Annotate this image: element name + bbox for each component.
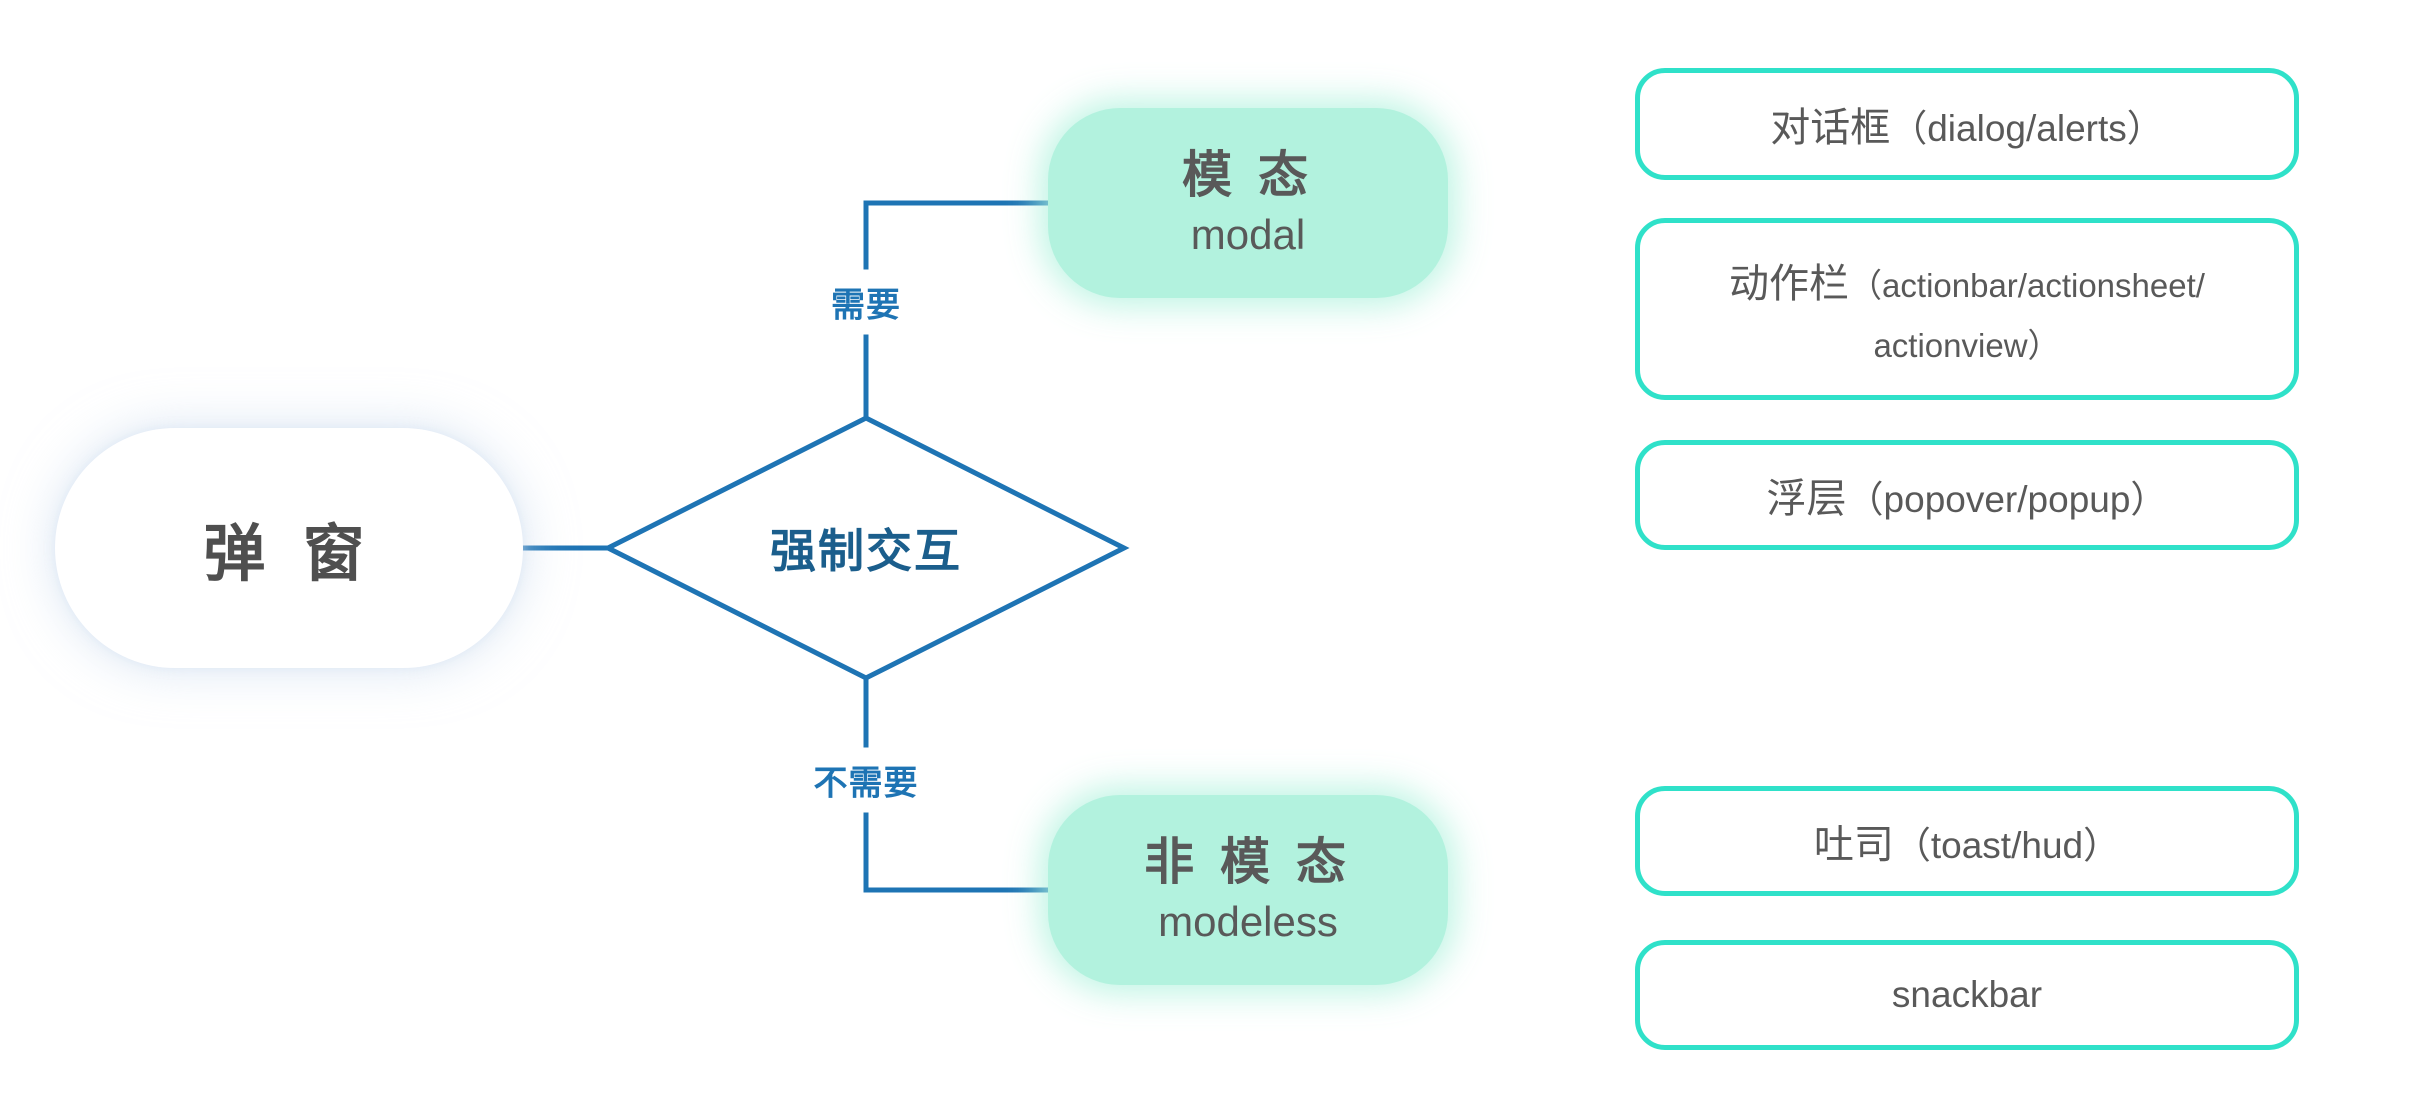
outcome-box-toast: 吐司（toast/hud）	[1635, 786, 2299, 896]
node-modal: 模 态 modal	[1048, 108, 1448, 298]
branch-label-no-need: 不需要	[803, 747, 929, 813]
node-modal-subtitle: modal	[1190, 210, 1306, 258]
outcome-en-text: （actionbar/actionsheet/	[1849, 267, 2205, 304]
outcome-en-text-line2: actionview）	[1873, 327, 2061, 364]
node-modeless-title: 非 模 态	[1144, 833, 1352, 890]
node-modeless-subtitle: modeless	[1158, 897, 1338, 945]
branch-label-need: 需要	[821, 269, 911, 335]
outcome-box-dialog-line1: 对话框（dialog/alerts）	[1770, 95, 2164, 153]
outcome-box-toast-line1: 吐司（toast/hud）	[1814, 812, 2120, 870]
outcome-box-actionbar: 动作栏（actionbar/actionsheet/ actionview）	[1635, 218, 2299, 400]
decision-diamond-shape	[602, 415, 1130, 681]
outcome-box-popover: 浮层（popover/popup）	[1635, 440, 2299, 550]
node-popup: 弹 窗	[55, 428, 523, 668]
node-modal-title: 模 态	[1182, 146, 1314, 203]
outcome-box-dialog: 对话框（dialog/alerts）	[1635, 68, 2299, 180]
outcome-box-snackbar-line1: snackbar	[1892, 974, 2042, 1016]
edge-decision-to-modal	[863, 200, 1048, 418]
outcome-en-text: （toast/hud）	[1893, 825, 2121, 866]
node-modeless: 非 模 态 modeless	[1048, 795, 1448, 985]
outcome-zh-text: 吐司	[1813, 823, 1894, 867]
outcome-en-text: （popover/popup）	[1846, 479, 2168, 520]
outcome-box-popover-line1: 浮层（popover/popup）	[1767, 466, 2168, 524]
outcome-zh-text: 浮层	[1766, 477, 1847, 521]
outcome-en-text: snackbar	[1891, 974, 2043, 1015]
outcome-en-text: （dialog/alerts）	[1890, 108, 2164, 149]
node-popup-label: 弹 窗	[203, 520, 375, 589]
outcome-zh-text: 对话框	[1770, 106, 1891, 150]
outcome-box-snackbar: snackbar	[1635, 940, 2299, 1050]
outcome-box-actionbar-line1: 动作栏（actionbar/actionsheet/	[1729, 251, 2205, 309]
outcome-zh-text: 动作栏	[1729, 262, 1850, 306]
